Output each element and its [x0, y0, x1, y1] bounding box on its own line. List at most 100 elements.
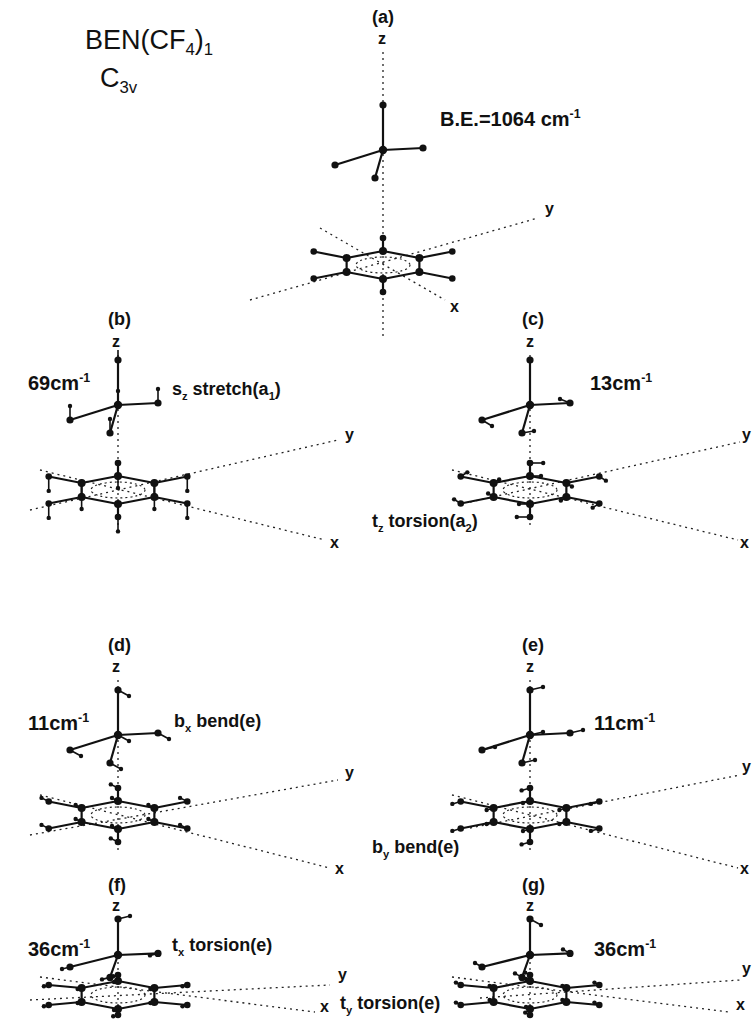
- bond-line: [347, 272, 383, 279]
- bond-line: [566, 985, 599, 988]
- atom-dot: [562, 479, 570, 487]
- vector-tip: [561, 947, 565, 951]
- aromatic-ring: [503, 987, 557, 1003]
- bond-line: [118, 476, 154, 483]
- vector-tip: [79, 754, 83, 758]
- mode-label: b: [174, 711, 185, 731]
- atom-dot: [527, 972, 534, 979]
- vector-tip: [100, 977, 104, 981]
- bond-line: [461, 1002, 494, 1005]
- atom-dot: [527, 514, 534, 521]
- mode-label: x: [185, 722, 191, 734]
- molecule-title: 4: [186, 40, 195, 59]
- bond-line: [529, 919, 531, 955]
- panel-letter: (d): [108, 635, 131, 655]
- vector-tip: [178, 796, 182, 800]
- bond-line: [375, 150, 383, 178]
- axis-label: z: [112, 658, 120, 676]
- vector-tip: [109, 836, 113, 840]
- vector-tip: [127, 739, 131, 743]
- bond-line: [154, 802, 187, 809]
- axis-label: x: [330, 534, 339, 552]
- axis-line: [40, 470, 325, 540]
- molecule-title: BEN(CF: [85, 25, 186, 55]
- axis-line: [470, 775, 740, 828]
- atom-dot: [184, 798, 191, 805]
- vector-tip: [39, 823, 43, 827]
- atom-dot: [154, 399, 161, 406]
- mode-label: ): [472, 511, 478, 531]
- mode-label: 2: [466, 522, 472, 534]
- atom-dot: [150, 479, 158, 487]
- vector-tip: [558, 397, 562, 401]
- axis-label: x: [450, 298, 459, 315]
- atom-dot: [115, 972, 122, 979]
- axis-label: y: [345, 426, 354, 444]
- atom-dot: [78, 493, 86, 501]
- atom-dot: [490, 984, 498, 992]
- atom-dot: [478, 963, 485, 970]
- bond-line: [118, 822, 154, 829]
- atom-dot: [154, 729, 161, 736]
- atom-dot: [331, 161, 338, 168]
- vector-tip: [110, 796, 114, 800]
- atom-dot: [562, 818, 570, 826]
- atom-dot: [490, 493, 498, 501]
- atom-dot: [106, 759, 113, 766]
- vector-tip: [452, 497, 456, 501]
- atom-dot: [457, 1002, 464, 1009]
- mode-label: torsion(e): [189, 935, 272, 955]
- aromatic-ring: [91, 987, 145, 1003]
- mode-panel: [452, 355, 740, 540]
- bond-line: [154, 822, 187, 829]
- atom-dot: [78, 998, 86, 1006]
- axis-label: y: [345, 764, 354, 782]
- axis-line: [452, 795, 738, 868]
- atom-dot: [66, 963, 73, 970]
- vector-tip: [473, 961, 477, 965]
- axis-label: x: [740, 534, 749, 551]
- vector-tip: [116, 389, 120, 393]
- vector-tip: [590, 505, 594, 509]
- bond-line: [49, 822, 82, 829]
- axis-label: x: [330, 534, 339, 551]
- bond-line: [461, 477, 494, 484]
- vector-tip: [156, 387, 160, 391]
- atom-dot: [526, 915, 533, 922]
- atom-dot: [114, 356, 121, 363]
- axis-label: z: [526, 658, 534, 676]
- atom-dot: [457, 473, 464, 480]
- atom-dot: [66, 416, 73, 423]
- vector-tip: [541, 685, 545, 689]
- atom-dot: [478, 416, 485, 423]
- vector-tip: [533, 758, 537, 762]
- mode-label: x: [178, 946, 184, 958]
- vector-tip: [513, 971, 517, 975]
- atom-dot: [379, 101, 386, 108]
- vector-tip: [559, 498, 563, 502]
- atom-dot: [566, 729, 573, 736]
- axis-label: y: [742, 426, 751, 444]
- vector-tip: [68, 404, 72, 408]
- axis-label: z: [112, 658, 120, 675]
- atom-dot: [184, 825, 191, 832]
- bond-line: [118, 981, 154, 988]
- axis-label: x: [335, 860, 344, 878]
- mode-label: ): [275, 379, 281, 399]
- axis-line: [320, 228, 445, 300]
- vector-tip: [592, 1000, 596, 1004]
- axis-label: y: [545, 200, 554, 217]
- frequency: 36cm: [594, 938, 645, 960]
- mode-label: bend(e): [394, 837, 459, 857]
- atom-dot: [78, 818, 86, 826]
- atom-dot: [457, 982, 464, 989]
- vector-tip: [557, 822, 561, 826]
- panel-letter: (e): [522, 636, 544, 656]
- axis-line: [529, 920, 530, 1018]
- axis-label: z: [526, 897, 534, 914]
- atom-dot: [457, 500, 464, 507]
- bond-line: [482, 735, 530, 750]
- mode-label: s: [172, 379, 182, 399]
- atom-dot: [457, 798, 464, 805]
